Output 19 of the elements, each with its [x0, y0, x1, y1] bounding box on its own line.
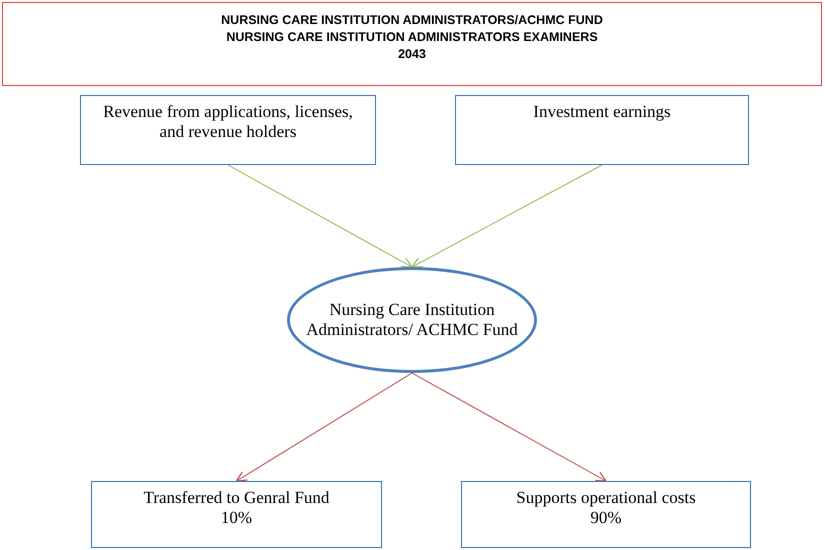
arrow [228, 164, 413, 268]
node-text: NURSING CARE INSTITUTION ADMINISTRATORS/ACHMC FUND [221, 12, 603, 29]
node-text: 10% [220, 508, 252, 529]
node-text: Supports operational costs [516, 488, 696, 508]
node-text: Investment earnings [533, 102, 671, 122]
arrow [412, 372, 607, 482]
node-text: Nursing Care Institution Administrators/ ACHMC Fund [305, 300, 519, 340]
process-box [80, 95, 376, 165]
title-box [2, 2, 822, 86]
process-box [455, 95, 749, 165]
arrow [236, 372, 412, 482]
arrow [411, 164, 602, 268]
process-box [461, 481, 751, 548]
node-text: NURSING CARE INSTITUTION ADMINISTRATORS EXAMINERS [226, 28, 598, 46]
process-box [91, 481, 382, 548]
node-text: 90% [590, 508, 622, 529]
node-text: 2043 [398, 46, 426, 63]
node-text: Revenue from applications, licenses, and revenue holders [102, 102, 354, 143]
node-text: Transferred to Genral Fund [144, 488, 330, 508]
